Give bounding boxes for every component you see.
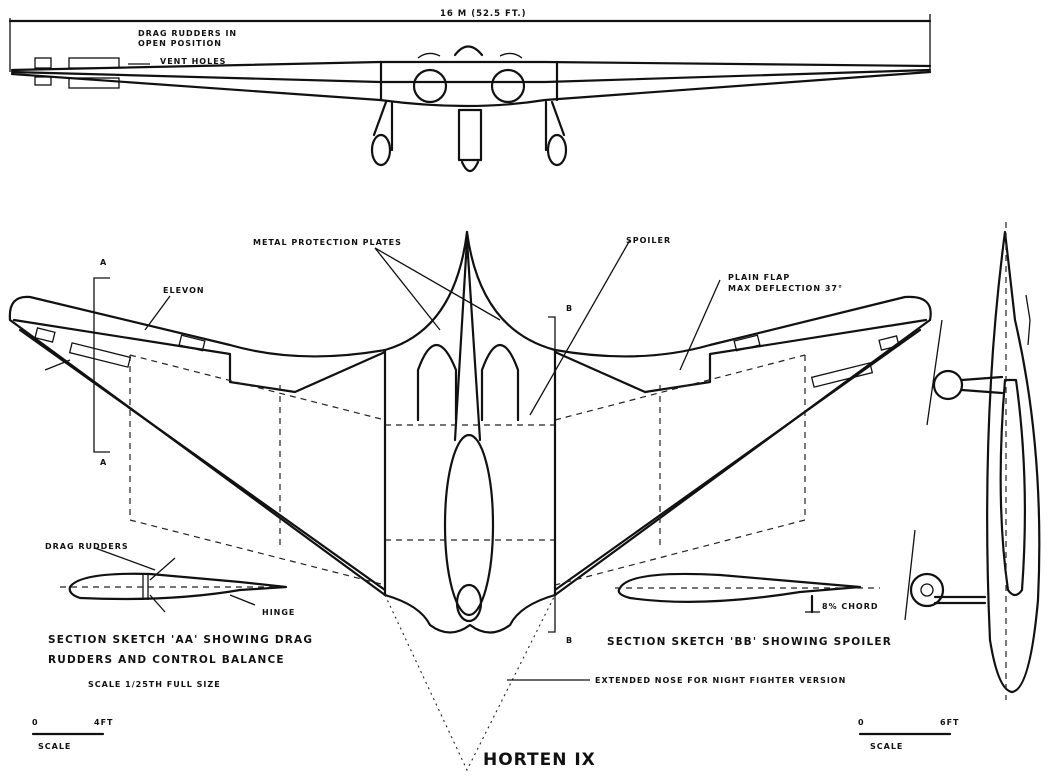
cockpit-side	[999, 378, 1026, 597]
nose-wheel-hub	[920, 583, 934, 597]
main-gear-right-strut	[550, 100, 566, 137]
tail-cone	[455, 583, 483, 623]
plain-flap-label-1: PLAIN FLAP	[728, 273, 791, 282]
left-internal-dashed	[129, 355, 386, 586]
plain-flap-label-2: MAX DEFLECTION 37°	[728, 284, 843, 293]
fuselage-side	[986, 230, 1041, 694]
elevon-label: ELEVON	[163, 286, 205, 295]
leader-elevon	[144, 295, 171, 331]
section-a-marker-top: A	[100, 258, 108, 267]
section-aa-sketch	[60, 557, 288, 613]
leader-plates-2	[374, 247, 501, 321]
rib-dashed	[279, 385, 661, 545]
drag-rudder-blades	[149, 557, 176, 613]
section-a-marker-bottom: A	[100, 458, 108, 467]
drag-rudder-plan-right-small	[878, 335, 900, 351]
drag-rudders-label: DRAG RUDDERS	[45, 542, 129, 551]
nose-gear-side-strut	[933, 595, 987, 605]
nose-wheel	[460, 160, 480, 173]
main-wheel-side	[932, 369, 964, 401]
scale-right-end: 6FT	[940, 718, 960, 727]
nose-gear-leg	[457, 108, 483, 162]
leader-spoiler	[529, 239, 631, 416]
scale-right-label: SCALE	[870, 742, 904, 751]
drag-rudder-lower-large	[68, 77, 120, 89]
right-internal-dashed	[554, 355, 806, 586]
section-aa-marker	[93, 277, 110, 453]
drag-rudder-plan-left-large	[68, 342, 132, 368]
engine-intake-right	[490, 68, 526, 104]
section-aa-scale: SCALE 1/25TH FULL SIZE	[88, 680, 221, 689]
canopy-side	[1025, 294, 1031, 346]
main-gear-left-strut	[372, 100, 388, 137]
elevon-tab-left	[178, 334, 206, 352]
drag-rudder-lower-small	[34, 76, 52, 86]
nose-spine	[453, 238, 482, 442]
section-b-marker-bottom: B	[566, 636, 574, 645]
airfoil-aa	[68, 572, 288, 601]
drawing-title: HORTEN IX	[483, 750, 596, 770]
main-wheel-right	[546, 133, 568, 167]
scale-left-label: SCALE	[38, 742, 72, 751]
right-inner-edge	[553, 328, 922, 592]
section-bb-caption: SECTION SKETCH 'BB' SHOWING SPOILER	[607, 636, 893, 648]
leader-plates-1	[374, 247, 441, 331]
section-bb-sketch	[615, 572, 880, 614]
left-elevon-line	[12, 318, 387, 394]
main-wheel-left	[370, 133, 392, 167]
chord-note: 8% CHORD	[822, 602, 879, 611]
engine-nacelle-left	[416, 343, 458, 422]
side-view	[904, 222, 1041, 700]
elevon-tab-right	[733, 334, 761, 352]
section-aa-caption-1: SECTION SKETCH 'AA' SHOWING DRAG	[48, 634, 314, 646]
center-trailing-edge	[383, 593, 557, 634]
front-view	[8, 14, 932, 173]
extended-nose-outline	[384, 594, 556, 772]
leader-drag-rudder	[44, 359, 71, 371]
scale-right-start: 0	[858, 718, 865, 727]
extended-nose-label: EXTENDED NOSE FOR NIGHT FIGHTER VERSION	[595, 676, 847, 685]
metal-plates-label: METAL PROTECTION PLATES	[253, 238, 402, 247]
scale-left-start: 0	[32, 718, 39, 727]
right-wing-outline	[465, 230, 932, 597]
engine-fairing-left	[417, 52, 441, 59]
engine-nacelle-right	[480, 343, 520, 422]
span-dimension-label: 16 M (52.5 FT.)	[440, 9, 527, 19]
leader-hinge	[229, 594, 256, 606]
drag-rudders-open-label-1: DRAG RUDDERS IN	[138, 29, 238, 38]
right-elevon-line	[553, 318, 928, 394]
drag-rudders-open-label-2: OPEN POSITION	[138, 39, 222, 48]
drag-rudder-upper-small	[34, 57, 52, 69]
engine-fairing-right	[499, 52, 523, 59]
leader-drag-rudders-section	[94, 547, 156, 571]
left-wing-outline	[8, 230, 469, 597]
plan-view	[8, 230, 932, 772]
drag-rudder-plan-left-small	[34, 327, 56, 343]
drag-rudder-plan-right-large	[810, 362, 874, 388]
leader-flap	[679, 279, 721, 371]
nose-wheel-side	[909, 572, 945, 608]
spoiler-label: SPOILER	[626, 236, 672, 245]
airfoil-bb	[617, 572, 862, 603]
drag-rudder-upper-large	[68, 57, 120, 69]
vent-holes-label: VENT HOLES	[160, 57, 227, 66]
cockpit-fuselage	[443, 433, 495, 617]
spar-dashed	[129, 354, 806, 421]
section-b-marker-top: B	[566, 304, 574, 313]
wing-top-line	[10, 60, 932, 72]
section-bb-marker	[548, 316, 556, 633]
left-inner-edge	[18, 328, 387, 592]
section-aa-caption-2: RUDDERS AND CONTROL BALANCE	[48, 654, 285, 666]
hinge-label: HINGE	[262, 608, 296, 617]
ground-line-nose	[904, 529, 916, 621]
canopy	[453, 45, 484, 57]
scale-left-end: 4FT	[94, 718, 114, 727]
ground-line-main	[926, 319, 943, 426]
wing-bottom-line	[10, 70, 932, 108]
main-gear-side-strut	[960, 375, 1004, 395]
wing-mid-line	[10, 68, 932, 84]
engine-intake-left	[412, 68, 448, 104]
